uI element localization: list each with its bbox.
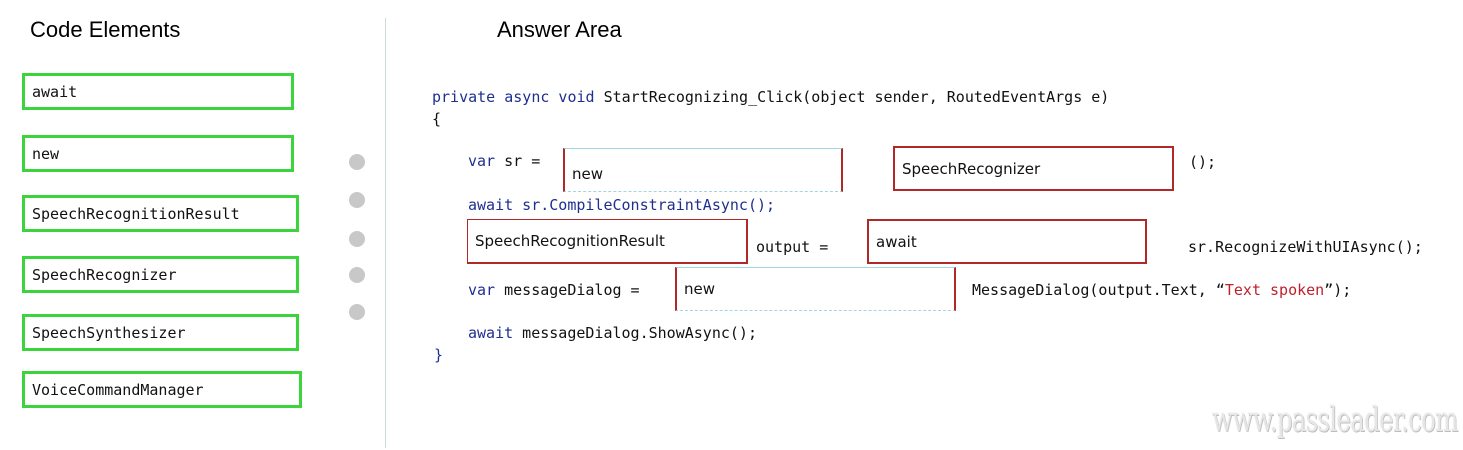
move-dot-5[interactable] — [349, 304, 365, 320]
code-element-new[interactable]: new — [22, 135, 294, 172]
code-keyword: await — [468, 324, 514, 342]
code-line-signature: private async void StartRecognizing_Clic… — [432, 88, 1109, 106]
answer-slot-3[interactable]: SpeechRecognitionResult — [467, 219, 748, 264]
move-dot-3[interactable] — [349, 231, 365, 247]
code-element-speech-synthesizer[interactable]: SpeechSynthesizer — [22, 314, 299, 351]
answer-slot-4[interactable]: await — [867, 219, 1147, 264]
code-keyword: var — [468, 281, 496, 299]
code-element-speech-recognition-result[interactable]: SpeechRecognitionResult — [22, 195, 299, 232]
code-keyword: var — [468, 152, 496, 170]
code-element-speech-recognizer[interactable]: SpeechRecognizer — [22, 256, 299, 293]
answer-slot-5[interactable]: new — [675, 267, 956, 311]
answer-slot-1[interactable]: new — [563, 148, 843, 192]
code-text: StartRecognizing_Click(object sender, Ro… — [594, 88, 1110, 106]
code-text: messageDialog = — [495, 281, 640, 299]
code-text: ”); — [1324, 281, 1352, 299]
answer-area-heading: Answer Area — [497, 17, 622, 42]
code-elements-heading: Code Elements — [30, 17, 181, 42]
code-line-message-dialog: var messageDialog = — [468, 281, 640, 299]
code-line-compile: await sr.CompileConstraintAsync(); — [468, 196, 775, 214]
code-keyword: private async void — [432, 88, 595, 106]
answer-slot-2[interactable]: SpeechRecognizer — [893, 146, 1174, 191]
watermark-text: www.passleader.com — [1212, 400, 1458, 440]
code-keyword: await — [468, 196, 514, 214]
code-element-await[interactable]: await — [22, 73, 294, 110]
code-text: MessageDialog(output.Text, “ — [972, 281, 1225, 299]
code-open-brace: { — [432, 110, 442, 128]
move-dot-2[interactable] — [349, 192, 365, 208]
panel-divider — [385, 18, 386, 448]
code-line-show-async: await messageDialog.ShowAsync(); — [468, 324, 757, 342]
code-output-assign: output = — [756, 238, 829, 256]
code-text: sr.CompileConstraintAsync(); — [513, 196, 776, 214]
code-message-dialog-call: MessageDialog(output.Text, “Text spoken”… — [972, 281, 1351, 299]
code-text: sr = — [495, 152, 541, 170]
code-string: Text spoken — [1224, 281, 1325, 299]
code-recognize-call: sr.RecognizeWithUIAsync(); — [1188, 238, 1423, 256]
code-line-var-sr: var sr = — [468, 152, 540, 170]
move-dot-1[interactable] — [349, 154, 365, 170]
code-text: messageDialog.ShowAsync(); — [513, 324, 757, 342]
move-dot-4[interactable] — [349, 267, 365, 283]
code-close-brace: } — [434, 346, 444, 364]
code-call-parens: (); — [1189, 153, 1217, 171]
code-element-voice-command-manager[interactable]: VoiceCommandManager — [22, 371, 302, 408]
